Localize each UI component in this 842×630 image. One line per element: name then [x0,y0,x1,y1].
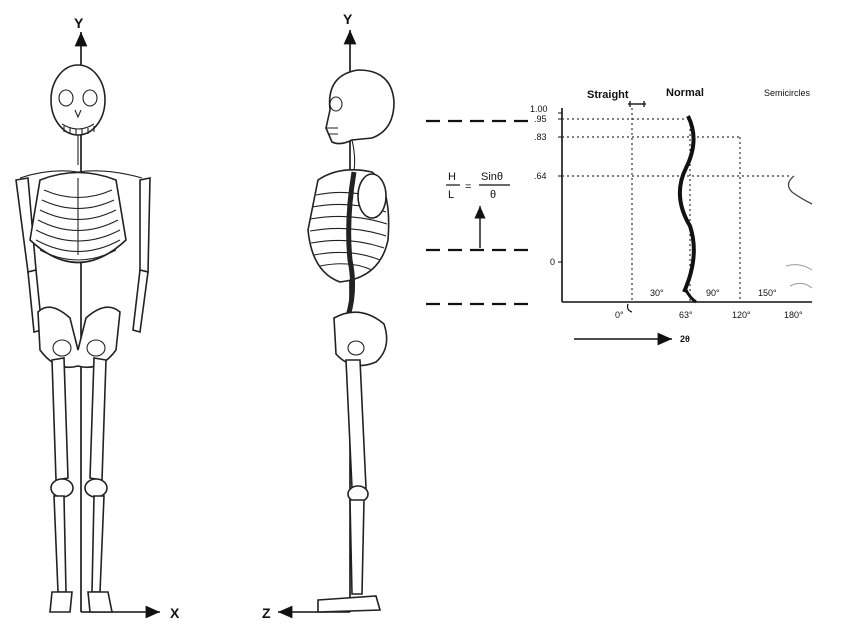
x-tick-0: 0° [615,310,624,320]
header-semicircles: Semicircles [764,88,811,98]
side-y-label: Y [343,11,353,27]
x-tick-63: 63° [679,310,693,320]
formula-rhs-den: θ [490,189,496,201]
front-x-label: X [170,605,180,621]
x-tick-180: 180° [784,310,803,320]
y-tick-5: 0 [550,257,555,267]
inner-tick-30: 30° [650,288,664,298]
inner-tick-90: 90° [706,288,720,298]
normal-curve [680,116,694,292]
curvature-graph: 1.00 .95 .83 .64 0 Straight Normal Semic… [530,87,812,344]
side-skull [326,70,394,144]
header-normal: Normal [666,87,704,99]
y-tick-1: 1.00 [530,104,548,114]
formula: H L = Sinθ θ [446,171,510,248]
y-tick-2: .95 [534,114,547,124]
side-z-label: Z [262,605,271,621]
formula-lhs-den: L [448,189,454,201]
side-skeleton: Y Z [262,11,394,621]
y-tick-3: .83 [534,132,547,142]
front-ribcage [30,173,126,263]
formula-lhs-num: H [448,171,456,183]
front-pelvis [38,307,120,367]
x-tick-120: 120° [732,310,751,320]
side-foot [318,596,380,612]
straight-curve [628,101,646,107]
x-axis-caption: 2θ [680,334,690,344]
y-tick-4: .64 [534,171,547,181]
front-skull [51,65,105,135]
side-pelvis [334,312,387,365]
formula-equals: = [465,181,471,193]
semicircle-curve [788,176,812,204]
inner-tick-150: 150° [758,288,777,298]
front-skeleton: Y X [16,15,180,621]
formula-rhs-num: Sinθ [481,171,503,183]
front-y-label: Y [74,15,84,31]
header-straight: Straight [587,89,629,101]
